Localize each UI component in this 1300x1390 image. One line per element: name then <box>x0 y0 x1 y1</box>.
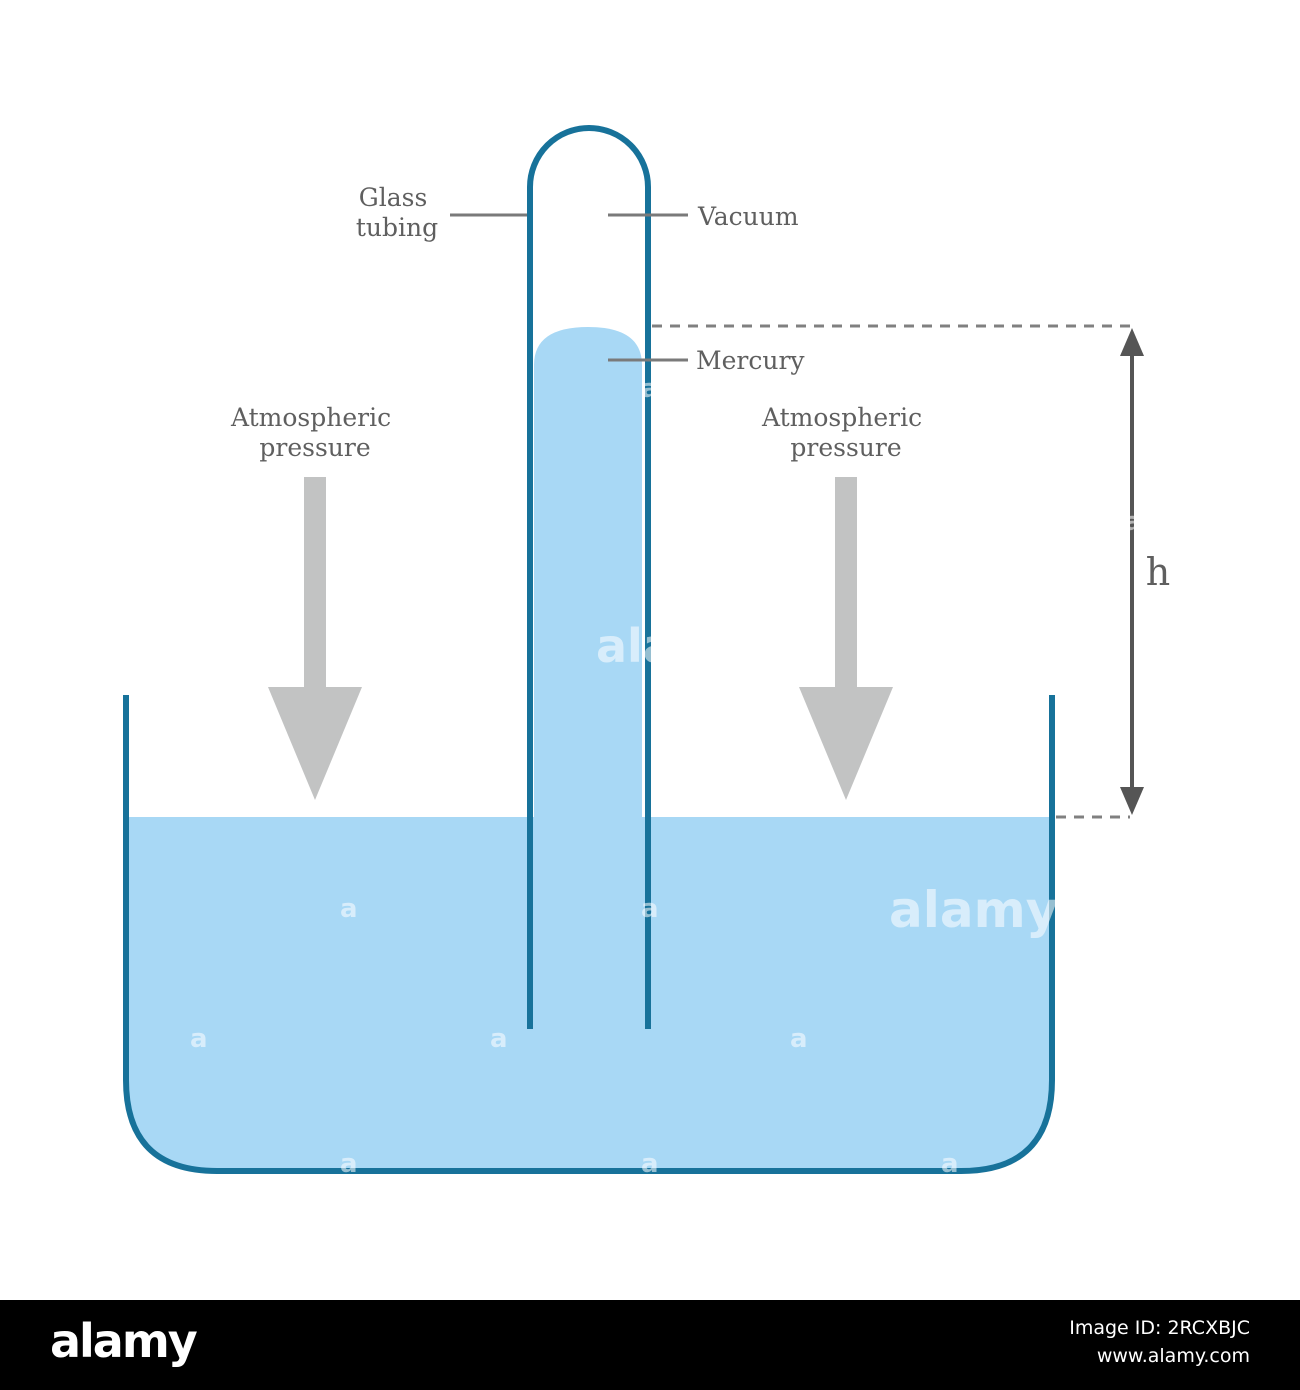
barometer-diagram: h Glass tubing Vacuum Mercury Atmospheri… <box>123 125 1171 1179</box>
atm-pressure-label-left: Atmospheric pressure <box>230 403 399 462</box>
footer-image-id: Image ID: 2RCXBJC <box>1069 1317 1250 1339</box>
vacuum-label: Vacuum <box>697 202 799 231</box>
svg-text:a: a <box>190 1024 208 1054</box>
glass-tubing-label: Glass tubing <box>356 183 438 242</box>
footer-image-info: Image ID: 2RCXBJC www.alamy.com <box>1069 1314 1250 1370</box>
glass-tube <box>527 125 651 1029</box>
dish-outline <box>123 695 1055 1174</box>
svg-text:a: a <box>790 1024 808 1054</box>
svg-text:a: a <box>340 894 358 924</box>
mercury-label: Mercury <box>696 346 805 375</box>
svg-text:a: a <box>641 894 659 924</box>
atm-pressure-arrow-right <box>799 477 893 800</box>
watermark-right: alamy <box>889 881 1058 939</box>
watermark-center: alamy <box>596 619 752 673</box>
svg-text:a: a <box>941 1149 959 1179</box>
mercury-column <box>534 327 642 1030</box>
footer-bar: alamy Image ID: 2RCXBJC www.alamy.com <box>0 1300 1300 1390</box>
svg-text:a: a <box>641 1149 659 1179</box>
footer-site: www.alamy.com <box>1096 1345 1250 1367</box>
svg-text:a: a <box>641 374 659 404</box>
height-label: h <box>1146 550 1170 594</box>
atm-pressure-arrow-left <box>268 477 362 800</box>
height-arrow <box>1120 328 1144 815</box>
footer-logo: alamy <box>50 1314 198 1368</box>
watermark-marks: a a a a a a a a a a <box>190 374 1142 1179</box>
svg-text:a: a <box>1124 507 1142 537</box>
atm-pressure-label-right: Atmospheric pressure <box>761 403 930 462</box>
svg-text:a: a <box>340 1149 358 1179</box>
svg-text:a: a <box>490 1024 508 1054</box>
